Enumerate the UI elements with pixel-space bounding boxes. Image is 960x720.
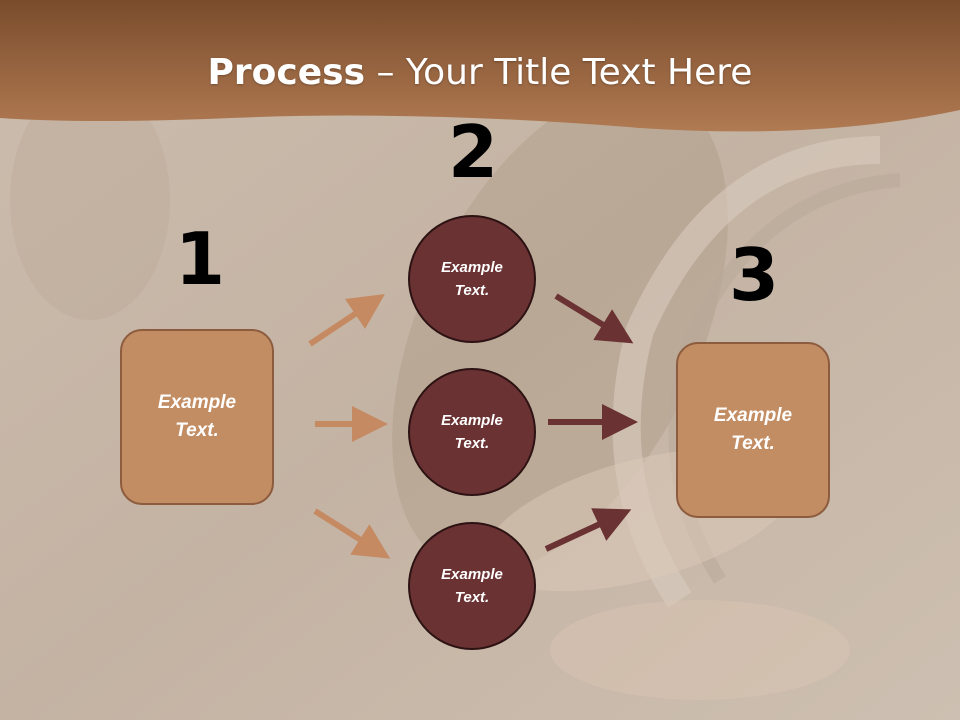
circle-middle: Example Text. bbox=[408, 368, 536, 496]
circle-bottom-text: Example Text. bbox=[441, 565, 503, 606]
circle-top: Example Text. bbox=[408, 215, 536, 343]
circle-top-text: Example Text. bbox=[441, 258, 503, 299]
circle-middle-text: Example Text. bbox=[441, 411, 503, 452]
circle-bottom: Example Text. bbox=[408, 522, 536, 650]
step-3-box: Example Text. bbox=[676, 342, 830, 518]
step-number-1: 1 bbox=[174, 217, 226, 301]
step-1-box: Example Text. bbox=[120, 329, 274, 505]
arrow-1-to-bottom bbox=[313, 508, 391, 559]
step-number-2: 2 bbox=[447, 110, 499, 194]
step-number-3: 3 bbox=[728, 233, 780, 317]
step-3-text: Example Text. bbox=[713, 404, 793, 455]
arrow-1-to-top bbox=[308, 294, 385, 347]
arrow-bottom-to-3 bbox=[544, 508, 632, 552]
arrow-top-to-3 bbox=[554, 293, 634, 344]
step-1-text: Example Text. bbox=[157, 391, 237, 442]
title-rest: – Your Title Text Here bbox=[365, 52, 753, 93]
slide-title: Process – Your Title Text Here bbox=[0, 52, 960, 93]
title-bold: Process bbox=[207, 52, 366, 93]
